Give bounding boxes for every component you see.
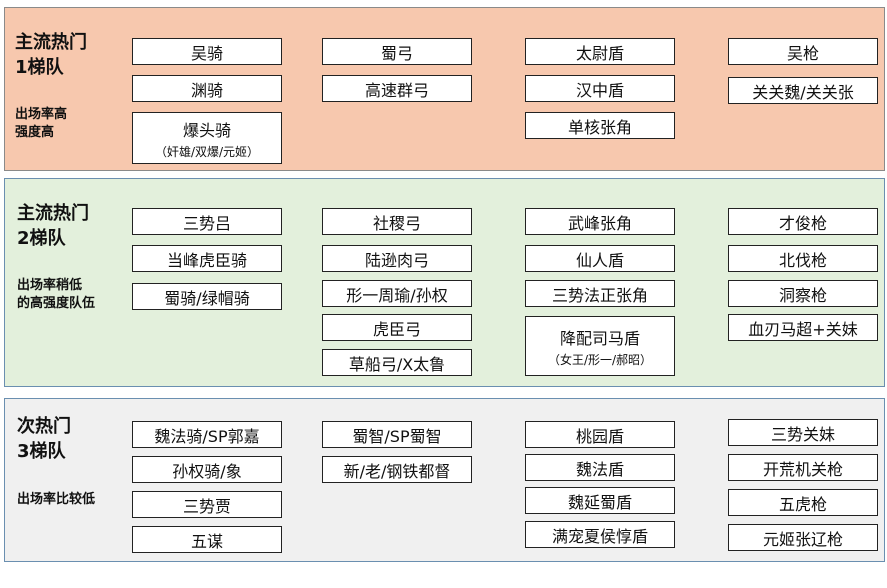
team-box: 武峰张角 [525, 208, 675, 235]
team-box: 高速群弓 [322, 75, 472, 102]
team-box: 满宠夏侯惇盾 [525, 521, 675, 548]
team-box: 洞察枪 [728, 280, 878, 307]
team-box: 三势法正张角 [525, 280, 675, 307]
team-box: 吴骑 [132, 38, 282, 65]
team-box: 爆头骑（奸雄/双爆/元姬） [132, 112, 282, 164]
team-box: 草船弓/X太鲁 [322, 349, 472, 376]
team-box: 蜀骑/绿帽骑 [132, 283, 282, 310]
team-box: 孙权骑/象 [132, 456, 282, 483]
team-box: 单核张角 [525, 112, 675, 139]
team-box: 才俊枪 [728, 208, 878, 235]
team-box: 降配司马盾（女王/形一/郝昭） [525, 316, 675, 376]
team-box: 吴枪 [728, 38, 878, 65]
team-box: 血刃马超+关妹 [728, 314, 878, 341]
team-box: 陆逊肉弓 [322, 245, 472, 272]
team-box: 仙人盾 [525, 245, 675, 272]
team-box: 元姬张辽枪 [728, 524, 878, 551]
team-box: 蜀智/SP蜀智 [322, 421, 472, 448]
team-box: 三势吕 [132, 208, 282, 235]
team-box: 形一周瑜/孙权 [322, 280, 472, 307]
tier-description: 出场率高强度高 [15, 107, 68, 140]
team-box: 三势贾 [132, 491, 282, 518]
team-box: 虎臣弓 [322, 314, 472, 341]
team-box: 社稷弓 [322, 208, 472, 235]
tier-description: 出场率稍低的高强度队伍 [17, 278, 96, 311]
team-box: 桃园盾 [525, 421, 675, 448]
tier-description: 出场率比较低 [17, 492, 96, 507]
team-box: 五虎枪 [728, 489, 878, 516]
team-box: 当峰虎臣骑 [132, 245, 282, 272]
team-box: 新/老/钢铁都督 [322, 456, 472, 483]
team-box: 开荒机关枪 [728, 454, 878, 481]
team-box: 魏法骑/SP郭嘉 [132, 421, 282, 448]
team-box: 魏法盾 [525, 454, 675, 481]
team-box: 北伐枪 [728, 245, 878, 272]
team-box: 魏延蜀盾 [525, 487, 675, 514]
team-box: 关关魏/关关张 [728, 77, 878, 104]
team-box: 太尉盾 [525, 38, 675, 65]
team-box: 渊骑 [132, 75, 282, 102]
team-box: 蜀弓 [322, 38, 472, 65]
team-box: 三势关妹 [728, 419, 878, 446]
team-box: 汉中盾 [525, 75, 675, 102]
team-box: 五谋 [132, 526, 282, 553]
